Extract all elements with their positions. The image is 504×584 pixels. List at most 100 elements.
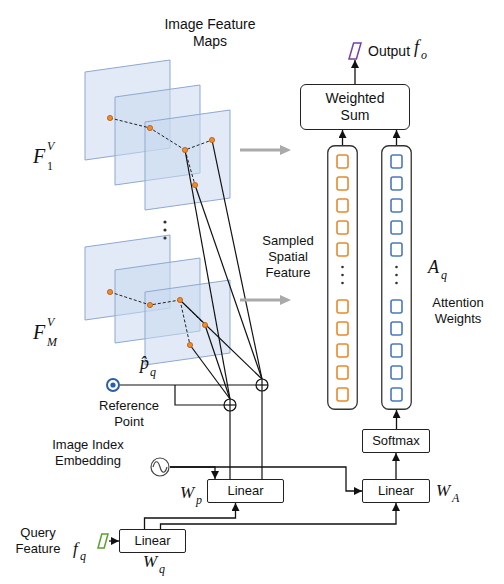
math-symbol: A (452, 492, 459, 504)
box-label: Weighted Sum (319, 90, 391, 124)
node-label: Reference Point (94, 398, 164, 430)
softmax-box: Softmax (362, 429, 430, 453)
sampling-point (147, 302, 152, 307)
sum-box: Weighted Sum (300, 84, 410, 130)
label-holder: Reference Point (94, 398, 164, 430)
node-label: Query Feature (5, 525, 71, 557)
sampling-line (185, 150, 230, 399)
math-symbol: p (196, 494, 202, 506)
add-symbol (256, 379, 268, 391)
embedding-symbol: Image Index Embedding (150, 457, 170, 477)
ellipsis-dot (163, 220, 166, 223)
ellipsis-dots (163, 220, 166, 239)
math-symbol: o (421, 49, 427, 61)
connector (354, 60, 355, 84)
connector (145, 503, 236, 529)
box-label: Softmax (372, 433, 420, 449)
feature-map-plane (145, 110, 230, 210)
sampling-point (202, 322, 207, 327)
connector (161, 503, 397, 529)
reference-point-shape (106, 378, 120, 392)
linear-box: Linear (119, 529, 186, 553)
sampling-point (209, 137, 214, 142)
math-symbol: q (441, 269, 447, 281)
sampling-point (187, 342, 192, 347)
math-symbol: q (80, 550, 86, 562)
flow-arrow (280, 145, 291, 155)
label-holder: Attention Weights (419, 295, 497, 327)
sampling-point (177, 297, 182, 302)
connector (342, 130, 343, 145)
math-symbol: W (143, 553, 157, 570)
math-symbol: 1 (47, 160, 53, 172)
connector (170, 467, 215, 479)
math-symbol: p̂ (140, 354, 149, 372)
math-symbol: W (180, 484, 194, 501)
output-symbol-shape (348, 42, 362, 60)
node-label: Image Index Embedding (38, 437, 138, 469)
label-holder: Sampled Spatial Feature (255, 233, 321, 281)
label-holder: Output (368, 43, 418, 59)
add-symbol (261, 379, 262, 391)
embedding-symbol-shape (150, 457, 170, 477)
feature-column: Sampled Spatial Feature (327, 145, 358, 410)
offset-line (180, 300, 190, 345)
reference-wire (120, 384, 256, 385)
flow-arrow (240, 299, 282, 302)
add-symbols (224, 379, 268, 411)
sampling-point (107, 115, 112, 120)
math-symbol: M (47, 336, 57, 348)
output-symbol: Output (348, 42, 362, 60)
flow-arrow (280, 295, 291, 305)
connector (395, 453, 396, 479)
linear-box: Linear (207, 479, 284, 503)
sampling-point (147, 125, 152, 130)
reference-point: Reference Point (106, 378, 120, 392)
reference-wire (175, 385, 224, 405)
weight-column: Attention Weights (381, 145, 412, 410)
figure-heading: Image Feature Maps (160, 16, 260, 50)
sampling-offsets (110, 118, 212, 345)
node-label: Output (368, 43, 418, 59)
sampling-line (180, 300, 262, 379)
connector (109, 540, 119, 541)
label-holder: Image Index Embedding (38, 437, 138, 469)
column-outline (381, 145, 412, 410)
math-symbol: F (33, 146, 45, 166)
sampling-points (107, 115, 214, 347)
offset-line (110, 292, 205, 325)
sampling-line (195, 185, 262, 379)
label-holder: Query Feature (5, 525, 71, 557)
math-symbol: A (428, 258, 439, 276)
ellipsis-dot (163, 236, 166, 239)
math-symbol: q (159, 563, 165, 575)
box-label: Linear (227, 483, 263, 499)
connector (396, 410, 397, 429)
math-symbol: V (47, 316, 54, 328)
feature-map-planes (85, 60, 230, 365)
math-symbol: W (436, 482, 450, 499)
math-symbol: f (414, 38, 419, 56)
math-symbol: F (33, 322, 45, 342)
query-symbol-shape (97, 533, 109, 549)
box-label: Linear (378, 483, 414, 499)
connector (396, 130, 397, 145)
add-symbol (224, 399, 236, 411)
add-symbol (229, 399, 230, 411)
query-symbol: Query Feature (97, 533, 109, 549)
sampling-point (182, 147, 187, 152)
math-symbol: V (47, 140, 54, 152)
sampling-line (205, 325, 230, 399)
feature-map-plane (145, 280, 230, 365)
sampling-point (192, 182, 197, 187)
node-label: Attention Weights (419, 295, 497, 327)
flow-arrow (240, 149, 282, 152)
sampling-point (107, 289, 112, 294)
flow-arrows (240, 145, 291, 305)
offset-wire (229, 411, 230, 480)
ellipsis-dot (163, 228, 166, 231)
linear-box: Linear (362, 479, 430, 503)
sampling-line (190, 345, 230, 399)
math-symbol: q (150, 366, 156, 378)
